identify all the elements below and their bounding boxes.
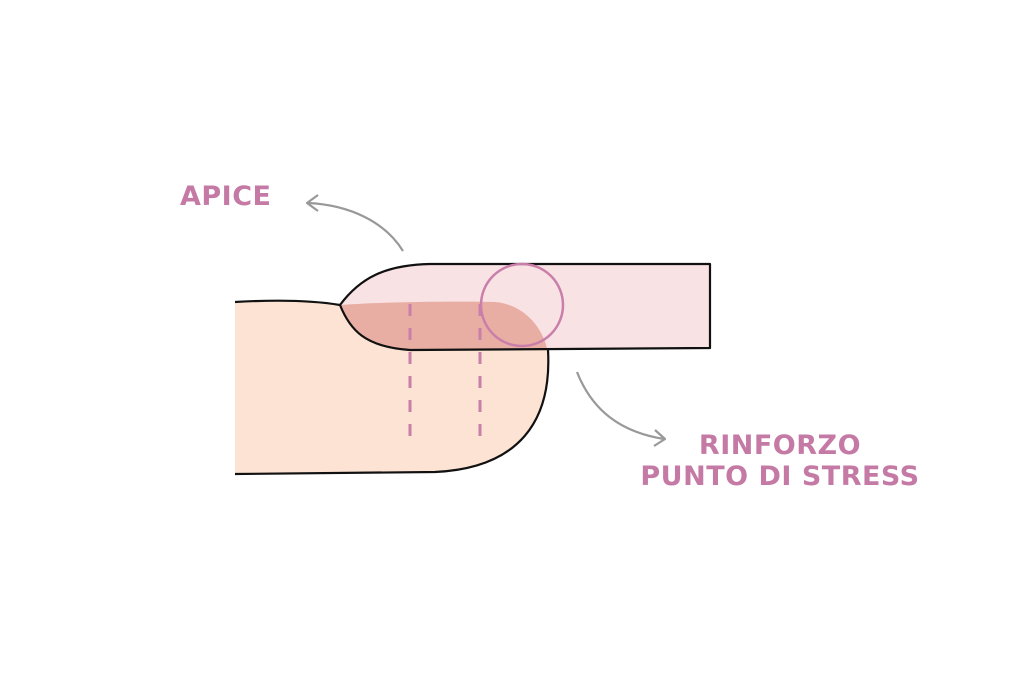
finger-shape [235, 300, 549, 474]
finger-top-outline [234, 299, 341, 307]
stress-point-label: RINFORZO PUNTO DI STRESS [640, 430, 920, 492]
apex-arrow-icon [305, 194, 404, 252]
fingertip-outline [234, 349, 550, 476]
stress-arrow-icon [575, 371, 667, 447]
nail-bed [340, 301, 547, 350]
stress-label-line-1: RINFORZO [698, 430, 862, 461]
apex-label: APICE [180, 181, 272, 212]
stress-label-line-2: PUNTO DI STRESS [640, 461, 920, 493]
stress-point-circle [479, 262, 565, 348]
nail-extension-outline [338, 262, 712, 352]
